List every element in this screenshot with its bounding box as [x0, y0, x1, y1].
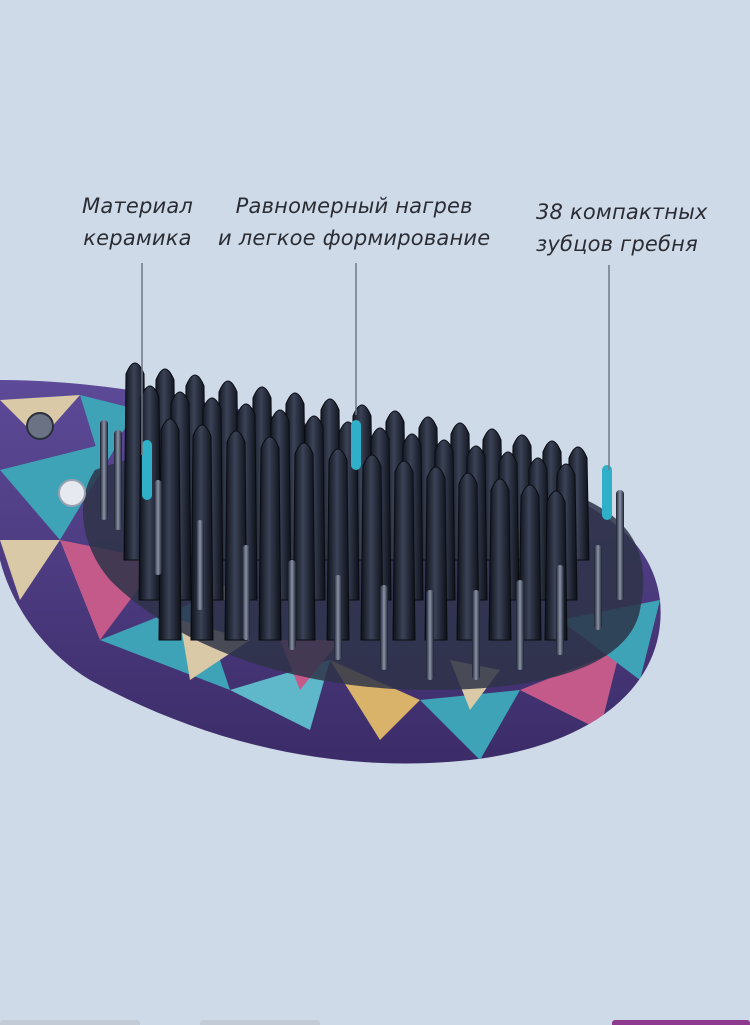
bristle	[224, 430, 248, 641]
comb-pin	[288, 560, 296, 650]
accent-pin	[351, 420, 361, 470]
bristle	[518, 484, 542, 641]
bristle	[488, 478, 512, 641]
bristle	[158, 418, 182, 641]
bristle	[292, 442, 316, 641]
comb-pin	[426, 590, 434, 680]
comb-pin	[556, 565, 564, 655]
annotation-heating-line1: Равномерный нагрев	[235, 194, 473, 218]
comb-pin	[616, 490, 624, 600]
comb-pin	[516, 580, 524, 670]
annotation-material-line2: керамика	[83, 226, 192, 250]
comb-pin	[242, 545, 250, 640]
pointer-lines	[141, 263, 610, 470]
accent-pin	[602, 465, 612, 520]
comb-pin	[380, 585, 388, 670]
power-button	[26, 412, 54, 440]
accent-pin	[142, 440, 152, 500]
indicator-light	[58, 479, 86, 507]
comb-pin	[100, 420, 108, 520]
annotation-teeth-line1: 38 компактных	[536, 200, 708, 224]
bottom-segment	[0, 1020, 140, 1025]
comb-pin	[472, 590, 480, 680]
annotation-heating: Равномерный нагрев и легкое формирование	[218, 190, 490, 254]
annotation-material-line1: Материал	[82, 194, 194, 218]
comb-pin	[196, 520, 204, 610]
bristle	[258, 436, 282, 641]
comb-pin	[114, 430, 122, 530]
bottom-segment	[612, 1020, 750, 1025]
bristle	[326, 448, 350, 641]
bottom-segment	[200, 1020, 320, 1025]
comb-pin	[334, 575, 342, 660]
bristle	[360, 454, 384, 641]
annotation-teeth: 38 компактных зубцов гребня	[536, 196, 708, 260]
comb-pin	[594, 545, 602, 630]
bristle	[392, 460, 416, 641]
comb-teeth	[100, 362, 624, 680]
annotation-teeth-line2: зубцов гребня	[536, 232, 698, 256]
bottom-edge-strip	[0, 1016, 750, 1025]
comb-pin	[154, 480, 162, 575]
annotation-material: Материал керамика	[82, 190, 193, 254]
annotation-heating-line2: и легкое формирование	[218, 226, 491, 250]
